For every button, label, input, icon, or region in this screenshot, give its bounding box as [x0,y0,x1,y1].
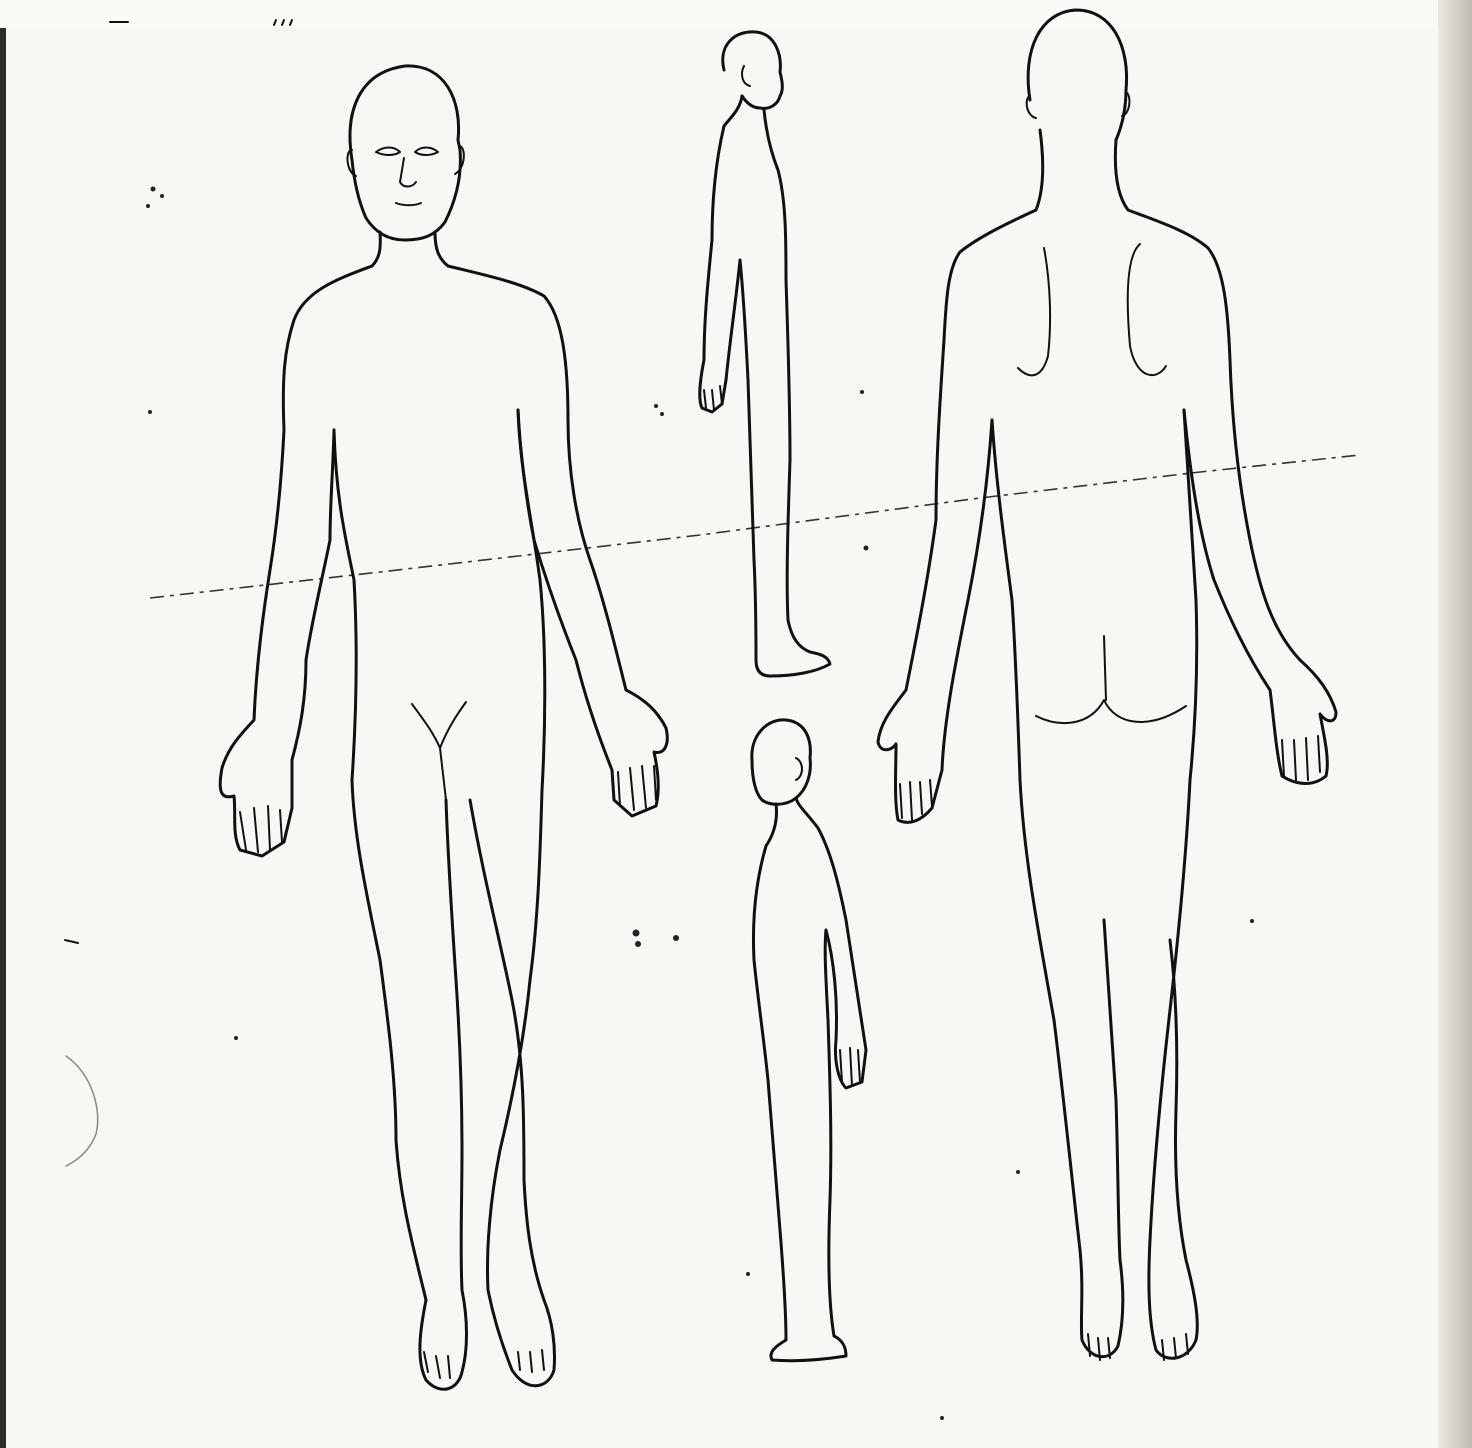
left-side-body-figure [752,720,866,1361]
back-body-figure [878,10,1336,1360]
front-body-figure [220,66,667,1389]
right-side-body-figure [700,32,830,676]
